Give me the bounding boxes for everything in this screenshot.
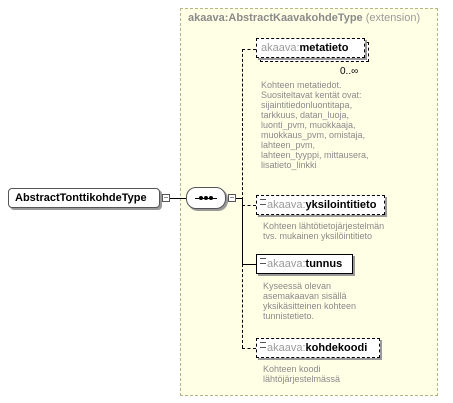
branch-tunnus: [242, 264, 256, 265]
connector-line: [236, 198, 242, 199]
root-type-node[interactable]: AbstractTonttikohdeType: [8, 188, 160, 208]
description-kohdekoodi: Kohteen koodi lähtöjärjestelmässä: [263, 364, 341, 384]
element-icon: [260, 199, 266, 205]
sequence-dot: [204, 196, 208, 200]
element-yksilointitieto[interactable]: akaava:yksilointitieto: [256, 195, 385, 215]
connector-line-optional: [242, 49, 243, 200]
root-collapse-button[interactable]: −: [162, 193, 170, 202]
branch-kohdekoodi: [242, 348, 256, 349]
connector-line-optional: [242, 264, 243, 348]
description-yksilointitieto: Kohteen lähtötietojärjestelmän tvs. muka…: [263, 221, 385, 241]
cardinality-metatieto: 0..∞: [340, 66, 359, 77]
sequence-compositor[interactable]: [186, 187, 226, 209]
branch-metatieto: [242, 49, 256, 50]
element-icon: [260, 342, 266, 348]
connector-line: [242, 198, 243, 264]
element-metatieto[interactable]: akaava:metatieto: [256, 38, 365, 58]
element-tunnus[interactable]: akaava:tunnus: [256, 254, 353, 274]
sequence-dot: [209, 196, 213, 200]
branch-yksilointitieto: [242, 205, 256, 206]
description-metatieto: Kohteen metatiedot. Suositeltavat kentät…: [261, 80, 369, 170]
element-icon: [260, 258, 266, 264]
root-type-label: AbstractTonttikohdeType: [15, 192, 147, 204]
sequence-collapse-button[interactable]: −: [228, 193, 236, 202]
description-tunnus: Kyseessä olevan asemakaavan sisällä yksi…: [263, 281, 357, 321]
extension-title: akaava:AbstractKaavakohdeType (extension…: [188, 12, 421, 24]
sequence-dot: [199, 196, 203, 200]
element-kohdekoodi[interactable]: akaava:kohdekoodi: [256, 338, 380, 358]
connector-line: [170, 198, 186, 199]
